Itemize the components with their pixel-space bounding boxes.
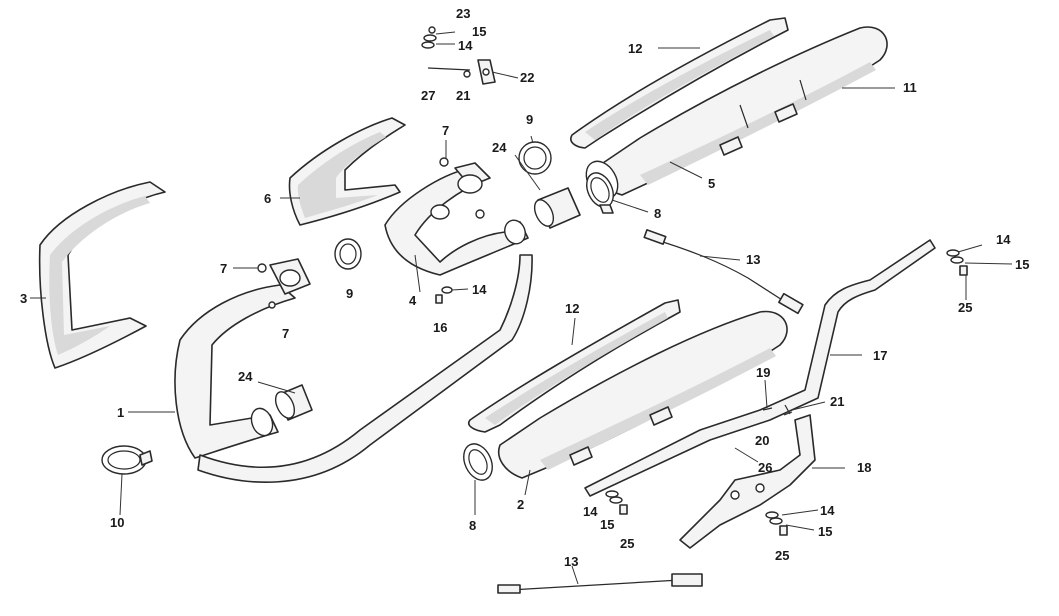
callout-12: 12 (565, 301, 579, 316)
callout-23: 23 (456, 6, 470, 21)
callout-11: 11 (903, 80, 917, 95)
part-24-lower-sleeve (274, 384, 313, 421)
callout-22: 22 (520, 70, 534, 85)
part-9-lower-gasket (334, 238, 362, 270)
part-11-upper-muffler (585, 26, 888, 200)
callout-7: 7 (282, 326, 289, 341)
callout-18: 18 (857, 460, 871, 475)
callout-7: 7 (220, 261, 227, 276)
callout-5: 5 (708, 176, 715, 191)
callout-20: 20 (755, 433, 769, 448)
callout-27: 27 (421, 88, 435, 103)
callout-24: 24 (238, 369, 253, 384)
part-22-bracket (477, 59, 496, 85)
callout-14: 14 (820, 503, 835, 518)
callout-13: 13 (564, 554, 578, 569)
small-hardware (257, 26, 968, 536)
callout-15: 15 (600, 517, 614, 532)
part-17-mounting-rail (584, 239, 936, 497)
callout-25: 25 (958, 300, 972, 315)
callout-19: 19 (756, 365, 770, 380)
callout-1: 1 (117, 405, 124, 420)
part-13-upper-sensor (643, 229, 804, 315)
callout-7: 7 (442, 123, 449, 138)
callout-15: 15 (818, 524, 832, 539)
part-12-lower-heat-shield (468, 299, 681, 433)
callout-25: 25 (620, 536, 634, 551)
callout-8: 8 (654, 206, 661, 221)
callout-9: 9 (526, 112, 533, 127)
part-1-front-header (174, 254, 533, 484)
callout-26: 26 (758, 460, 772, 475)
part-3-front-heat-shield (38, 181, 166, 369)
part-8-lower-clamp (463, 443, 493, 481)
part-24-upper-sleeve (533, 187, 581, 229)
callout-21: 21 (830, 394, 844, 409)
callout-4: 4 (409, 293, 417, 308)
callout-14: 14 (583, 504, 598, 519)
callout-2: 2 (517, 497, 524, 512)
callout-3: 3 (20, 291, 27, 306)
callout-13: 13 (746, 252, 760, 267)
part-8-upper-clamp (586, 172, 614, 214)
callout-15: 15 (1015, 257, 1029, 272)
callout-6: 6 (264, 191, 271, 206)
callout-9: 9 (346, 286, 353, 301)
callout-15: 15 (472, 24, 486, 39)
callout-10: 10 (110, 515, 124, 530)
part-13-lower-sensor (497, 573, 703, 594)
part-12-upper-heat-shield (570, 17, 789, 149)
callout-16: 16 (433, 320, 447, 335)
part-4-rear-header (384, 162, 529, 276)
callout-labels: 23 15 14 12 22 27 21 11 9 7 24 6 5 8 3 7… (20, 6, 1029, 569)
callout-12: 12 (628, 41, 642, 56)
callout-25: 25 (775, 548, 789, 563)
callout-17: 17 (873, 348, 887, 363)
part-2-lower-muffler (498, 310, 788, 479)
part-9-upper-gasket (518, 141, 552, 175)
part-6-rear-heat-shield (288, 117, 406, 226)
callout-24: 24 (492, 140, 507, 155)
callout-14: 14 (996, 232, 1011, 247)
part-18-bracket (679, 414, 816, 549)
callout-21: 21 (456, 88, 470, 103)
callout-14: 14 (458, 38, 473, 53)
callout-14: 14 (472, 282, 487, 297)
leader-lines (30, 31, 1013, 585)
callout-8: 8 (469, 518, 476, 533)
part-10-clamp (101, 445, 153, 475)
